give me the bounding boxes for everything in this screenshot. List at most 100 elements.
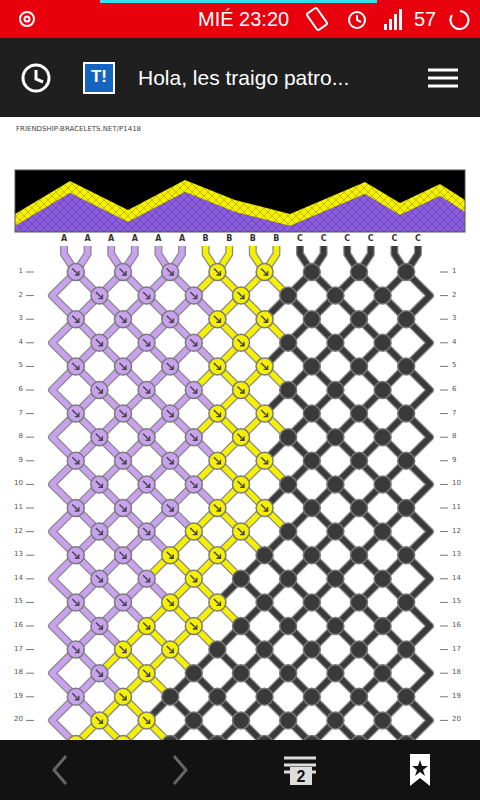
knot [115, 547, 132, 564]
knot [374, 382, 391, 399]
row-number: 12 [4, 528, 23, 535]
battery-level: 57 [414, 9, 436, 29]
row-dash [440, 484, 448, 485]
knot [233, 712, 250, 729]
knot-arrow [167, 410, 174, 417]
row-number: 2 [452, 292, 456, 299]
thread-letter: C [413, 235, 423, 243]
row-dash [440, 366, 448, 367]
knot [138, 334, 155, 351]
knot [398, 641, 415, 658]
knot [115, 641, 132, 658]
knot-arrow [120, 599, 127, 606]
knot [233, 523, 250, 540]
thread-letter: A [83, 235, 93, 243]
knot-arrow [143, 717, 150, 724]
knot-arrow [167, 505, 174, 512]
knot-arrow [167, 457, 174, 464]
status-bar [0, 0, 480, 38]
thread-letter: B [224, 235, 234, 243]
knot-arrow [214, 599, 221, 606]
row-dash [440, 295, 448, 296]
knot [91, 712, 108, 729]
knot [351, 688, 368, 705]
progress-line [100, 0, 377, 3]
knot [374, 712, 391, 729]
row-number: 4 [4, 339, 23, 346]
knot [138, 476, 155, 493]
knot-arrow [238, 387, 245, 394]
knot [162, 405, 179, 422]
knot-arrow [190, 623, 197, 630]
knot [280, 665, 297, 682]
row-number: 15 [4, 598, 23, 605]
knot [138, 665, 155, 682]
row-number: 10 [452, 480, 461, 487]
row-dash [440, 602, 448, 603]
knot-arrow [96, 670, 103, 677]
row-number: 3 [4, 315, 23, 322]
knot [398, 688, 415, 705]
knot [185, 618, 202, 635]
row-dash [26, 413, 34, 414]
knot-arrow [261, 505, 268, 512]
knot [351, 311, 368, 328]
row-dash [26, 295, 34, 296]
knot [280, 287, 297, 304]
knot [185, 665, 202, 682]
knot [91, 287, 108, 304]
knot-arrow [72, 410, 79, 417]
knot-arrow [214, 410, 221, 417]
knot [256, 358, 273, 375]
knot [327, 618, 344, 635]
knot [67, 358, 84, 375]
row-number: 8 [452, 433, 456, 440]
knot [162, 547, 179, 564]
knot-arrow [120, 457, 127, 464]
knot-arrow [96, 292, 103, 299]
knot [303, 594, 320, 611]
knot [280, 382, 297, 399]
row-dash [26, 626, 34, 627]
knot [115, 594, 132, 611]
knot [398, 264, 415, 281]
knot-arrow [96, 387, 103, 394]
knot-arrow [214, 269, 221, 276]
thread-letter: A [130, 235, 140, 243]
row-number: 17 [452, 646, 461, 653]
knot [303, 500, 320, 517]
knot [303, 547, 320, 564]
knot [233, 476, 250, 493]
thread-letter: A [177, 235, 187, 243]
knot-arrow [238, 528, 245, 535]
row-dash [26, 578, 34, 579]
back-arrow [54, 756, 66, 784]
knot-arrow [261, 269, 268, 276]
knot [256, 311, 273, 328]
knot [138, 287, 155, 304]
knot [185, 476, 202, 493]
knot [398, 594, 415, 611]
knot [280, 429, 297, 446]
knot [374, 570, 391, 587]
thread-letter: C [366, 235, 376, 243]
row-dash [26, 319, 34, 320]
knot [398, 547, 415, 564]
page-title: Hola, les traigo patro... [138, 67, 349, 88]
knot [67, 547, 84, 564]
knot [280, 334, 297, 351]
row-dash [26, 366, 34, 367]
knot-arrow [96, 481, 103, 488]
knot [209, 500, 226, 517]
knot [303, 688, 320, 705]
knot [327, 523, 344, 540]
knot [398, 311, 415, 328]
knot [256, 688, 273, 705]
thread-letter: B [271, 235, 281, 243]
knot-arrow [190, 528, 197, 535]
knot [303, 358, 320, 375]
knot-arrow [72, 552, 79, 559]
knot-arrow [96, 717, 103, 724]
knot [327, 665, 344, 682]
knot [303, 264, 320, 281]
